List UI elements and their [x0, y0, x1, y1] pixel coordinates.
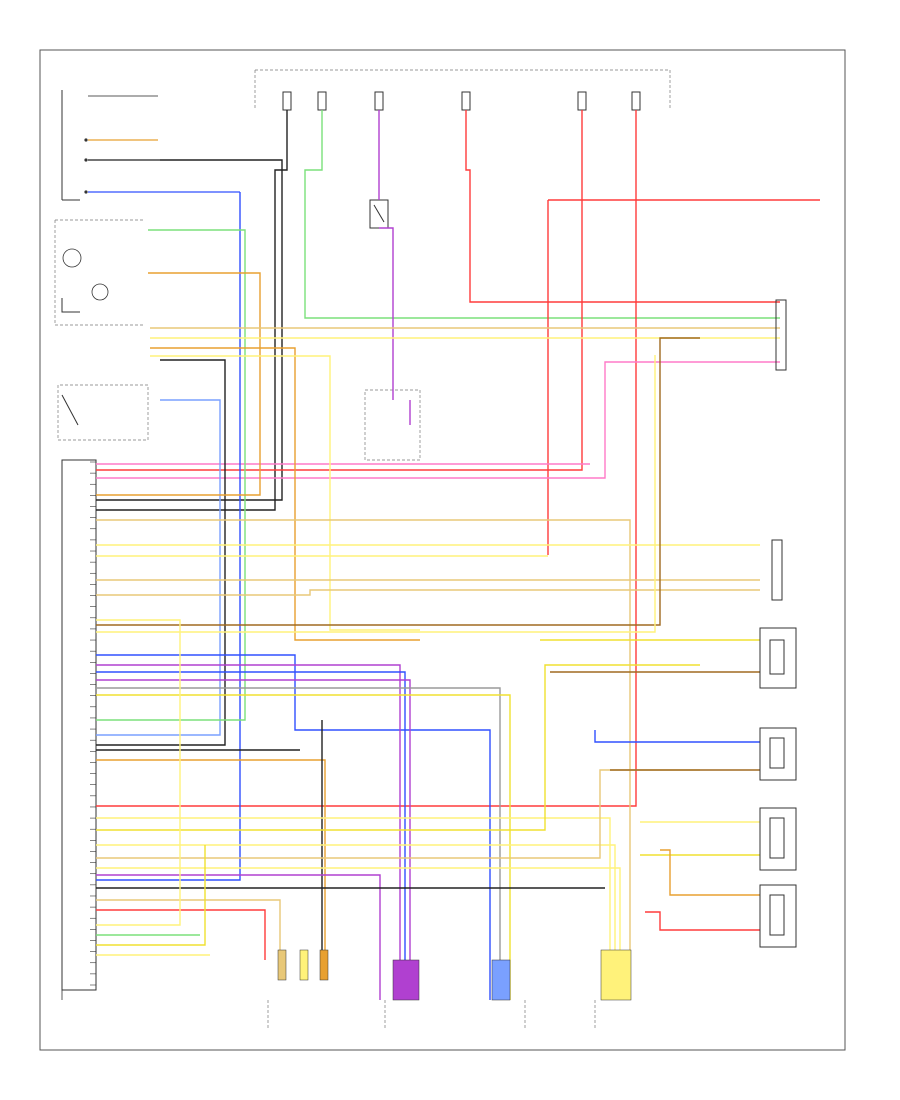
hydraulic-unit-plugs: [267, 949, 632, 1030]
lamp-icon: [62, 248, 82, 268]
fuse-1-icon: [282, 91, 292, 111]
right-front-wheel-sensor[interactable]: [759, 627, 797, 689]
fuse-3-icon: [374, 91, 384, 111]
fuse-2-icon: [317, 91, 327, 111]
fuse-4-icon: [461, 91, 471, 111]
fuse-6-icon: [631, 91, 641, 111]
wire-bundle: [96, 110, 820, 1000]
fuse-panel: [254, 69, 671, 111]
abs-control-module[interactable]: [61, 459, 97, 1000]
switch-icon: [91, 283, 109, 301]
fuse-5-icon: [577, 91, 587, 111]
left-front-wheel-sensor[interactable]: [759, 727, 797, 781]
diagnostic-connector: [771, 299, 787, 601]
ignition-switch[interactable]: [61, 90, 240, 201]
instrument-cluster: [57, 384, 149, 441]
right-rear-wheel-sensor[interactable]: [759, 807, 797, 871]
brake-switch-group: [54, 219, 145, 326]
left-rear-wheel-sensor[interactable]: [759, 884, 797, 948]
diagram-border: [39, 49, 846, 1051]
